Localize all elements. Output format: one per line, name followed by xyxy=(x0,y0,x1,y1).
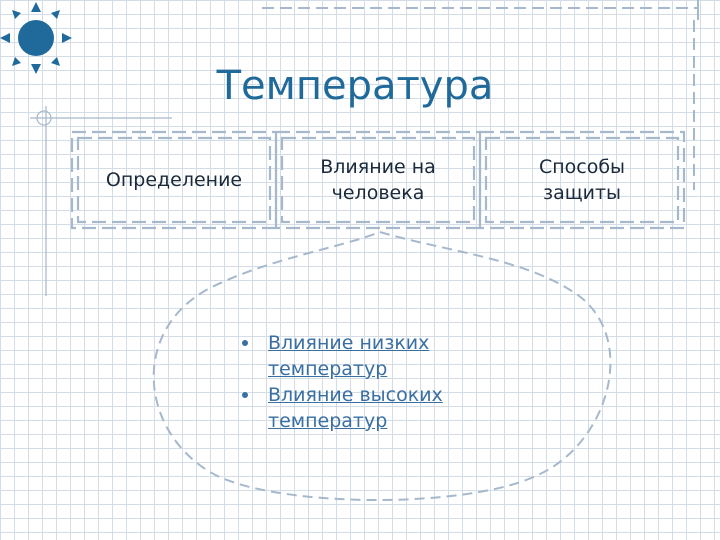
nav-human-effect-button[interactable]: Влияние на человека xyxy=(276,132,480,228)
nav-protection-button[interactable]: Способы защиты xyxy=(480,132,684,228)
slide-title: Температура xyxy=(216,63,494,109)
high-temperature-link[interactable]: Влияние высоких температур xyxy=(268,384,443,432)
corner-frame-decoration xyxy=(262,0,699,20)
low-temperature-link[interactable]: Влияние низких температур xyxy=(268,332,430,380)
sun-icon xyxy=(0,2,72,74)
effects-list: Влияние низких температур Влияние высоки… xyxy=(240,330,500,434)
bullet-icon xyxy=(242,392,248,398)
nav-protection-label: Способы защиты xyxy=(538,156,626,204)
nav-human-effect-label: Влияние на человека xyxy=(320,156,436,204)
nav-definition-label: Определение xyxy=(105,169,243,191)
list-item[interactable]: Влияние высоких температур xyxy=(240,382,500,434)
nav-definition-button[interactable]: Определение xyxy=(72,132,276,228)
list-item[interactable]: Влияние низких температур xyxy=(240,330,500,382)
guide-circle xyxy=(36,110,52,126)
bullet-icon xyxy=(242,340,248,346)
